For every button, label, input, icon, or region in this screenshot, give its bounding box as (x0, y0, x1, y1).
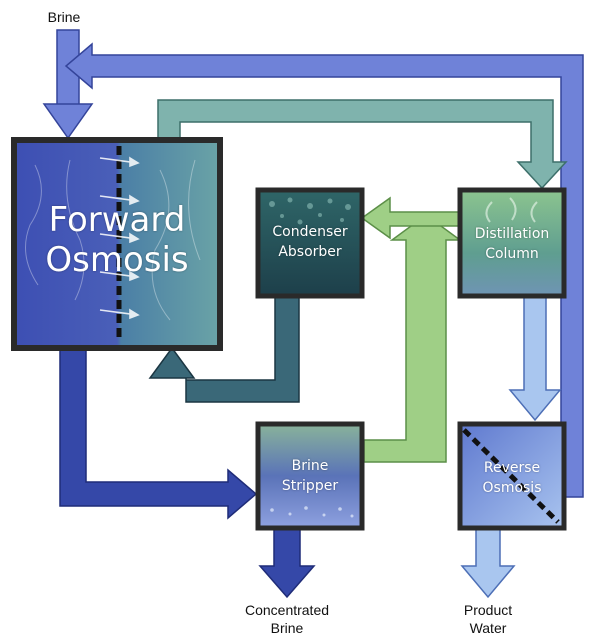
fo-flow-streaks (25, 159, 201, 321)
condenser-absorber-box (255, 187, 365, 299)
distillation-column-label: Distillation Column (460, 224, 564, 264)
draw-solution-to-distillation-arrow (157, 99, 568, 190)
brine-stripper-label: Brine Stripper (258, 456, 362, 496)
product-water-line2: Water (469, 620, 507, 636)
steam-wisps (485, 197, 538, 223)
stripper-bubbles (270, 506, 354, 518)
forward-osmosis-label: Forward Osmosis (22, 200, 212, 280)
forward-osmosis-line2: Osmosis (45, 240, 189, 280)
product-water-outlet-arrow (460, 527, 516, 599)
brine-inlet-label: Brine (47, 9, 81, 25)
forward-osmosis-line1: Forward (48, 200, 186, 240)
brine-stripper-line1: Brine (291, 458, 329, 474)
forward-osmosis-box (11, 137, 223, 351)
concentrated-brine-label: Concentrated Brine (222, 601, 352, 637)
concentrated-brine-line2: Brine (270, 620, 304, 636)
fo-to-brine-stripper-arrow (59, 347, 258, 520)
reverse-osmosis-line1: Reverse (483, 460, 541, 476)
condenser-absorber-line2: Absorber (278, 244, 342, 260)
distillation-column-line2: Column (485, 246, 539, 262)
ro-membrane (462, 428, 560, 524)
reverse-osmosis-box (457, 421, 567, 531)
product-water-label: Product Water (438, 601, 538, 637)
fo-flux-arrows (99, 156, 140, 320)
condensation-droplets (269, 197, 351, 225)
brine-stripper-line2: Stripper (281, 478, 339, 494)
reverse-osmosis-line2: Osmosis (482, 480, 542, 496)
distillation-column-line1: Distillation (474, 226, 550, 242)
condenser-absorber-label: Condenser Absorber (260, 222, 360, 262)
concentrated-brine-outlet-arrow (258, 527, 316, 599)
distillation-column-box (457, 187, 567, 299)
distillation-to-ro-arrow (508, 295, 562, 422)
product-water-line1: Product (463, 602, 513, 618)
brine-stripper-box (255, 421, 365, 531)
condenser-return-arrow (148, 295, 300, 403)
concentrated-brine-line1: Concentrated (244, 602, 330, 618)
brine-inlet-arrow (42, 29, 94, 140)
reverse-osmosis-label: Reverse Osmosis (460, 458, 564, 498)
vapor-to-condenser-arrow (360, 196, 463, 463)
condenser-absorber-line1: Condenser (272, 224, 348, 240)
